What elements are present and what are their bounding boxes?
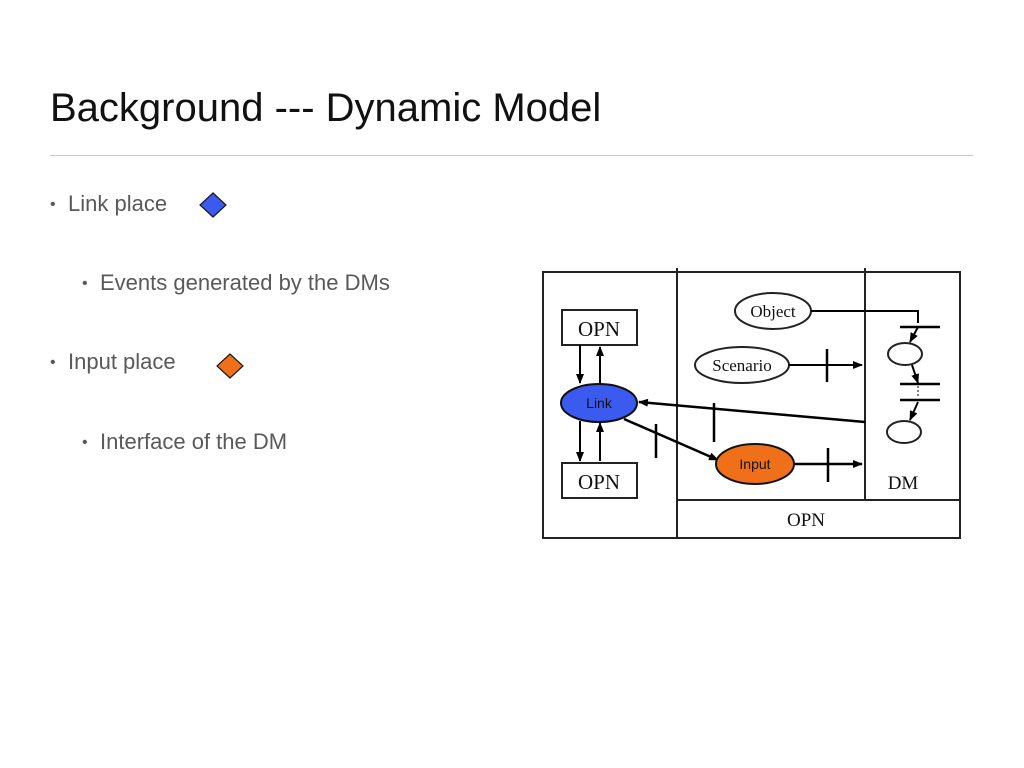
dm-arrow-3 [909, 401, 919, 421]
input-place-ellipse [715, 443, 795, 485]
opn-box-bottom-label: OPN [578, 470, 620, 494]
opn-bottom-label: OPN [787, 510, 825, 531]
dm-state-2 [886, 420, 922, 444]
bullet-input-place: • Input place [50, 348, 176, 377]
bullet-text: Interface of the DM [100, 429, 288, 454]
link-place-label: Link [586, 395, 613, 411]
bullet-text: Link place [68, 191, 168, 216]
opn-box-bottom [561, 462, 638, 499]
bullet-events-generated: • Events generated by the DMs [82, 269, 390, 298]
slide-title: Background --- Dynamic Model [50, 86, 602, 130]
link-place-ellipse [560, 383, 638, 423]
dm-label: DM [888, 473, 919, 494]
link-to-input-arrow [623, 417, 719, 462]
scenario-label: Scenario [712, 356, 771, 375]
dm-to-link-arrow [638, 398, 866, 424]
bullet-text: Events generated by the DMs [100, 270, 390, 295]
object-label: Object [750, 302, 796, 321]
dm-state-1 [887, 342, 923, 366]
object-to-dm-line [811, 310, 919, 323]
input-place-diamond-icon [216, 353, 244, 379]
bullet-dot: • [50, 354, 56, 371]
input-place-label: Input [739, 456, 770, 472]
bullet-dot: • [50, 196, 56, 213]
title-divider [50, 155, 973, 156]
bullet-dot: • [82, 434, 88, 451]
dynamic-model-diagram: OPN OPN OPN Object Scenario DM Link Inpu… [542, 268, 961, 539]
bullet-dot: • [82, 275, 88, 292]
bullet-text: Input place [68, 349, 176, 374]
link-place-diamond-icon [199, 192, 227, 218]
bullet-link-place: • Link place [50, 190, 167, 219]
opn-box-top-label: OPN [578, 317, 620, 341]
dm-arrow-2 [911, 364, 919, 384]
opn-box-top [561, 309, 638, 346]
bullet-interface-dm: • Interface of the DM [82, 428, 287, 457]
dm-arrow-1 [909, 326, 919, 343]
